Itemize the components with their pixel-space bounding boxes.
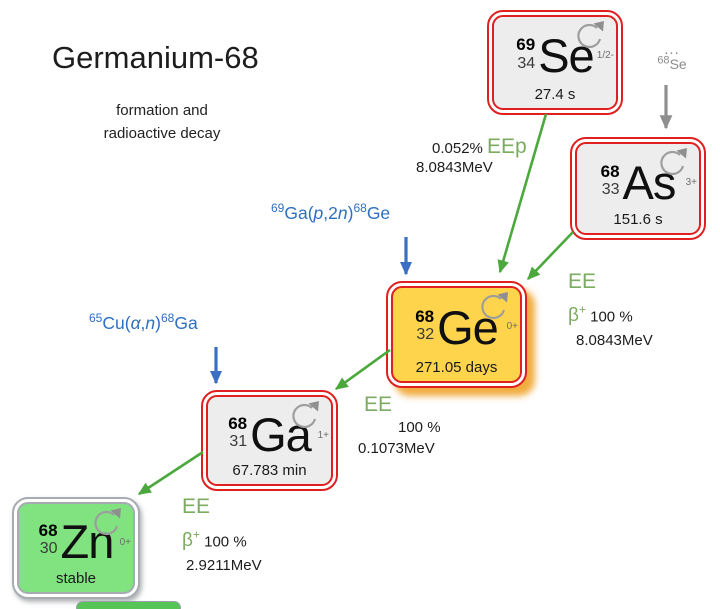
page-subtitle: formation and radioactive decay <box>78 100 246 145</box>
half-life: 27.4 s <box>534 86 576 103</box>
decay-percent: 100 % <box>398 419 441 436</box>
page-title: Germanium-68 <box>52 40 259 75</box>
nuclide-box-ga68: 1+ 68 31 Ga 67.783 min <box>201 390 338 491</box>
decay-energy: 0.1073MeV <box>358 440 435 457</box>
arrow-ge68-to-ga68 <box>334 348 391 391</box>
element-symbol: Ga <box>250 408 312 462</box>
spin-value: 3+ <box>685 177 697 188</box>
decay-label-as68: EE β+ 100 % 8.0843MeV <box>568 271 653 349</box>
element-symbol: As <box>622 155 677 209</box>
beta-plus-symbol: β+ <box>568 303 586 327</box>
nuclide-box-as68: 3+ 68 33 As 151.6 s <box>570 137 706 240</box>
element-symbol: Se <box>538 29 594 83</box>
decay-percent: 100 % <box>204 533 247 551</box>
reaction-label-65cu-alpha-n-68ga: 65Cu(α,n)68Ga <box>89 311 198 333</box>
spin-parity-icon: 0+ <box>474 291 518 332</box>
mass-number: 69 <box>516 35 536 55</box>
decay-percent: 0.052% <box>432 140 483 157</box>
spin-parity-icon: 0+ <box>87 507 131 548</box>
mass-number: 68 <box>38 521 58 541</box>
nuclide-box-ge68: 0+ 68 32 Ge 271.05 days <box>386 281 527 388</box>
decay-mode: EE <box>364 393 393 416</box>
atomic-number: 32 <box>416 326 435 344</box>
rotation-arrow-icon <box>292 401 319 429</box>
subtitle-line-1: formation and <box>116 102 208 119</box>
decay-energy: 2.9211MeV <box>186 557 262 575</box>
nuclide-box-se69: 1/2- 69 34 Se 27.4 s <box>487 10 623 115</box>
rotation-arrow-icon <box>577 21 604 49</box>
atomic-number: 34 <box>517 54 536 72</box>
rotation-arrow-icon <box>94 508 121 536</box>
feed-parent-se68: ... 68Se <box>642 41 702 73</box>
spin-value: 0+ <box>119 537 131 548</box>
decay-mode: EE <box>182 495 211 518</box>
half-life: 67.783 min <box>232 462 307 479</box>
decay-label-se69-energy: 8.0843MeV <box>416 159 493 176</box>
atomic-number: 31 <box>229 433 248 451</box>
mass-number: 68 <box>415 307 435 327</box>
atomic-number: 30 <box>39 540 58 558</box>
decay-energy: 8.0843MeV <box>576 332 653 350</box>
spin-value: 0+ <box>506 321 518 332</box>
feed-mass-number: 68 <box>657 54 670 67</box>
arrow-ga68-to-zn68 <box>137 450 204 496</box>
rotation-arrow-icon <box>481 292 508 320</box>
spin-parity-icon: 1/2- <box>570 20 614 61</box>
element-symbol: Ge <box>437 301 499 355</box>
mass-number: 68 <box>228 414 248 434</box>
decay-percent: 100 % <box>590 308 633 326</box>
spin-parity-icon: 3+ <box>653 147 697 188</box>
half-life: 151.6 s <box>613 211 663 228</box>
decay-label-ga68: EE β+ 100 % 2.9211MeV <box>182 496 262 574</box>
arrow-as68-to-ge68 <box>527 231 574 280</box>
nuclide-box-zn68: 0+ 68 30 Zn stable <box>12 497 140 599</box>
decay-label-se69-percent-mode: 0.052% EEp <box>432 136 527 157</box>
decay-label-ge68: EE 100 % 0.1073MeV <box>356 394 441 457</box>
spin-parity-icon: 1+ <box>285 400 329 441</box>
atomic-number: 33 <box>601 180 620 198</box>
rotation-arrow-icon <box>660 148 687 176</box>
ellipsis: ... <box>664 41 680 58</box>
decay-mode: EE <box>568 270 597 293</box>
reaction-label-69ga-p2n-68ge: 69Ga(p,2n)68Ge <box>271 201 391 223</box>
element-symbol: Zn <box>60 515 115 569</box>
cropped-nuclide-box-edge <box>76 601 181 609</box>
half-life: 271.05 days <box>415 359 498 376</box>
feed-element-symbol: Se <box>669 56 687 73</box>
subtitle-line-2: radioactive decay <box>103 124 221 142</box>
spin-value: 1/2- <box>596 50 614 61</box>
mass-number: 68 <box>600 161 620 181</box>
half-life: stable <box>55 570 97 587</box>
beta-plus-symbol: β+ <box>182 528 200 552</box>
spin-value: 1+ <box>317 430 329 441</box>
decay-mode: EEp <box>487 135 527 158</box>
